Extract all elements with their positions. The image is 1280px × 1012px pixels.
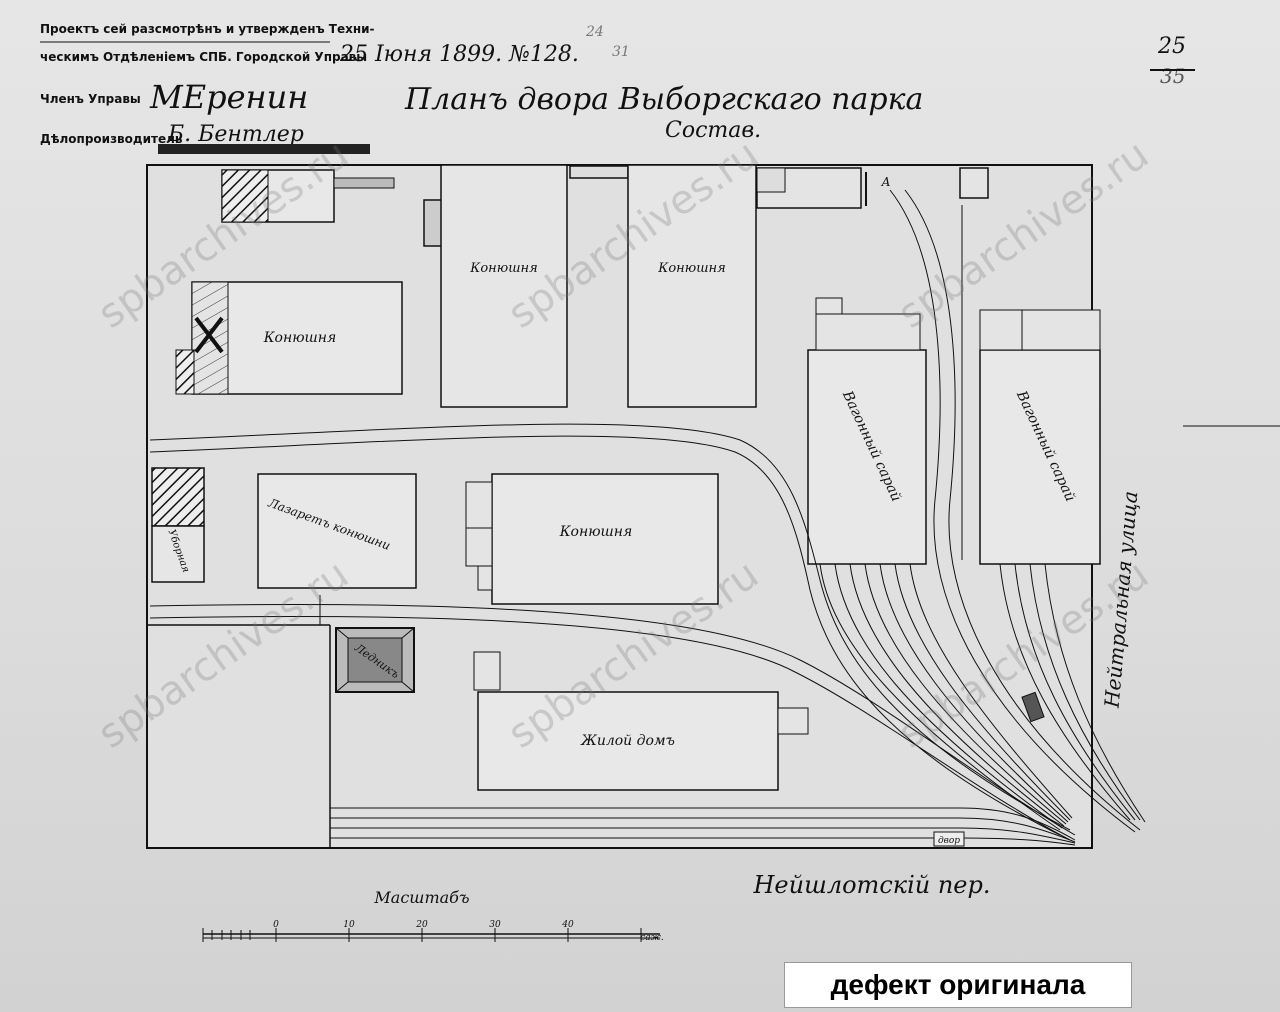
signature-member: МЕренин — [150, 78, 309, 116]
approval-line-3: Членъ Управы — [40, 92, 141, 106]
railway-tracks — [149, 189, 1146, 846]
approval-date: 25 Iюня 1899. №128. — [340, 42, 579, 67]
building-wagon-shed-1 — [807, 349, 927, 565]
building-residential — [477, 691, 779, 791]
building-stable-mid — [491, 473, 719, 605]
scale-unit: саж. — [640, 933, 664, 943]
scale-tick-30: 30 — [489, 920, 501, 930]
signature-clerk: Б. Бентлер — [168, 122, 304, 147]
hatched-block-1 — [221, 169, 269, 223]
building-toilet — [151, 525, 205, 583]
scale-tick-0: 0 — [273, 920, 279, 930]
header-bar — [158, 144, 370, 154]
label-marker-a: А — [880, 175, 890, 189]
scale-tick-10: 10 — [343, 920, 355, 930]
sheet-number-top: 25 — [1158, 34, 1186, 59]
approval-line-2: ческимъ Отдѣленiемъ СПБ. Городской Управ… — [40, 50, 368, 64]
label-stable-top-1: Конюшня — [469, 261, 537, 276]
sheet-number-bottom: 35 — [1160, 64, 1186, 88]
scale-tick-40: 40 — [561, 920, 574, 930]
plan-title: Планъ двора Выборгскаго парка — [405, 82, 924, 117]
faint-number-2: 31 — [612, 44, 630, 60]
hatched-block-3 — [151, 467, 205, 527]
label-stable-left: Конюшня — [263, 330, 337, 346]
building-infirmary — [257, 473, 417, 589]
plan-subtitle: Состав. — [665, 118, 762, 143]
scale-title: Масштабъ — [373, 888, 469, 907]
label-street-right: Нейтральная улица — [1100, 490, 1143, 710]
building-stable-top-2 — [627, 164, 757, 408]
scale-tick-20: 20 — [415, 920, 428, 930]
building-stable-top-1 — [440, 164, 568, 408]
building-wagon-shed-2 — [979, 349, 1101, 565]
label-gate: двор — [938, 836, 960, 846]
label-residential: Жилой домъ — [580, 733, 675, 749]
defect-note: дефект оригинала — [784, 962, 1132, 1008]
label-street-bottom: Нейшлотскiй пер. — [753, 871, 991, 899]
label-stable-mid: Конюшня — [559, 524, 633, 540]
faint-number-1: 24 — [586, 24, 604, 40]
approval-line-4: Дѣлопроизводитель — [40, 132, 183, 146]
approval-line-1: Проектъ сей разсмотрѣнъ и утвержденъ Тех… — [40, 22, 375, 36]
scale-bar — [202, 928, 660, 942]
label-stable-top-2: Конюшня — [657, 261, 725, 276]
